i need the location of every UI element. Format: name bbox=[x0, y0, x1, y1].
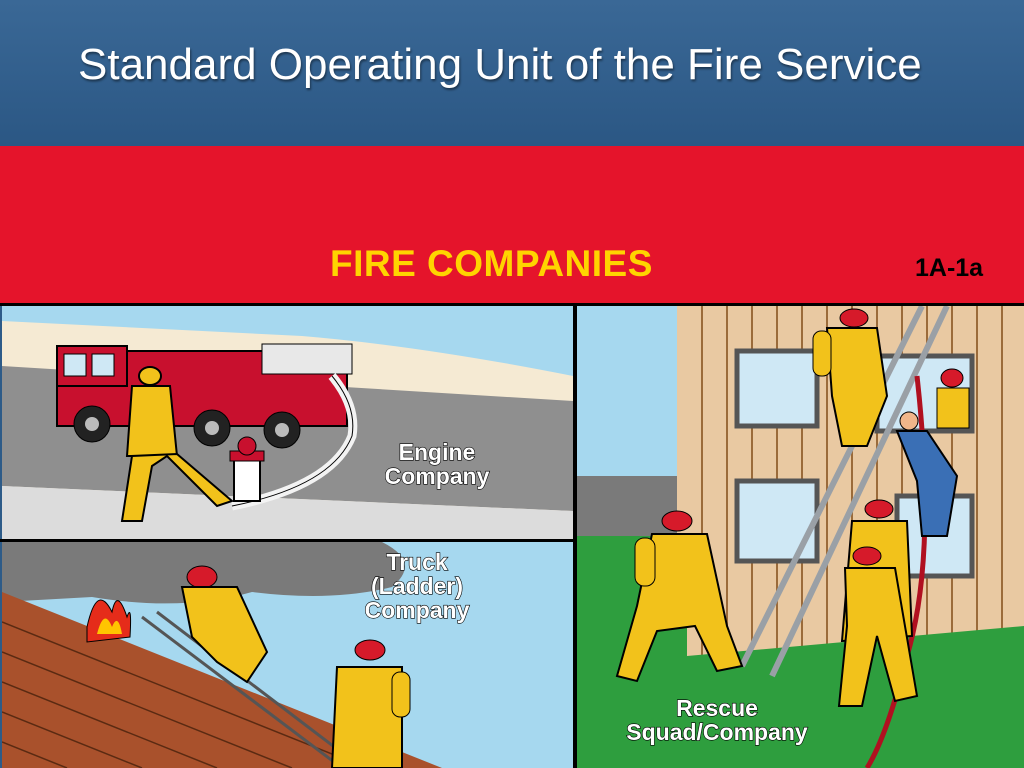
victim-icon bbox=[895, 411, 959, 537]
firefighter-icon bbox=[936, 368, 970, 429]
truck-company-panel: Truck (Ladder) Company bbox=[2, 542, 573, 768]
fire-engine-icon bbox=[56, 343, 353, 449]
rescue-squad-panel: Rescue Squad/Company bbox=[577, 306, 1024, 768]
truck-company-illustration bbox=[2, 542, 573, 768]
window-icon bbox=[734, 348, 975, 579]
slide-header bbox=[0, 0, 1024, 146]
truck-company-label: Truck (Ladder) Company bbox=[364, 549, 470, 624]
panel-divider-horizontal bbox=[0, 539, 573, 542]
firefighter-icon bbox=[330, 639, 411, 768]
rescue-squad-illustration bbox=[577, 306, 1024, 768]
slide-title: Standard Operating Unit of the Fire Serv… bbox=[78, 40, 922, 89]
firefighter-icon bbox=[615, 510, 744, 683]
fire-companies-banner: FIRE COMPANIES 1A-1a bbox=[0, 146, 1024, 303]
banner-title: FIRE COMPANIES bbox=[330, 243, 653, 284]
rescue-squad-label: Rescue Squad/Company bbox=[626, 695, 809, 746]
engine-company-panel: Engine Company bbox=[2, 306, 573, 539]
flame-icon bbox=[86, 599, 132, 643]
engine-company-illustration bbox=[2, 306, 573, 539]
panel-border-top bbox=[0, 303, 1024, 306]
engine-company-label: Engine Company bbox=[384, 439, 490, 490]
roof-ladder-icon bbox=[141, 610, 363, 768]
hydrant-icon bbox=[229, 436, 265, 502]
panel-divider-vertical bbox=[573, 303, 577, 768]
firefighter-icon bbox=[837, 546, 919, 707]
figure-code: 1A-1a bbox=[915, 254, 984, 282]
rescue-ladder-icon bbox=[739, 306, 950, 678]
firefighter-icon bbox=[812, 308, 889, 447]
firefighter-icon bbox=[120, 366, 234, 522]
firefighter-icon bbox=[180, 565, 269, 684]
